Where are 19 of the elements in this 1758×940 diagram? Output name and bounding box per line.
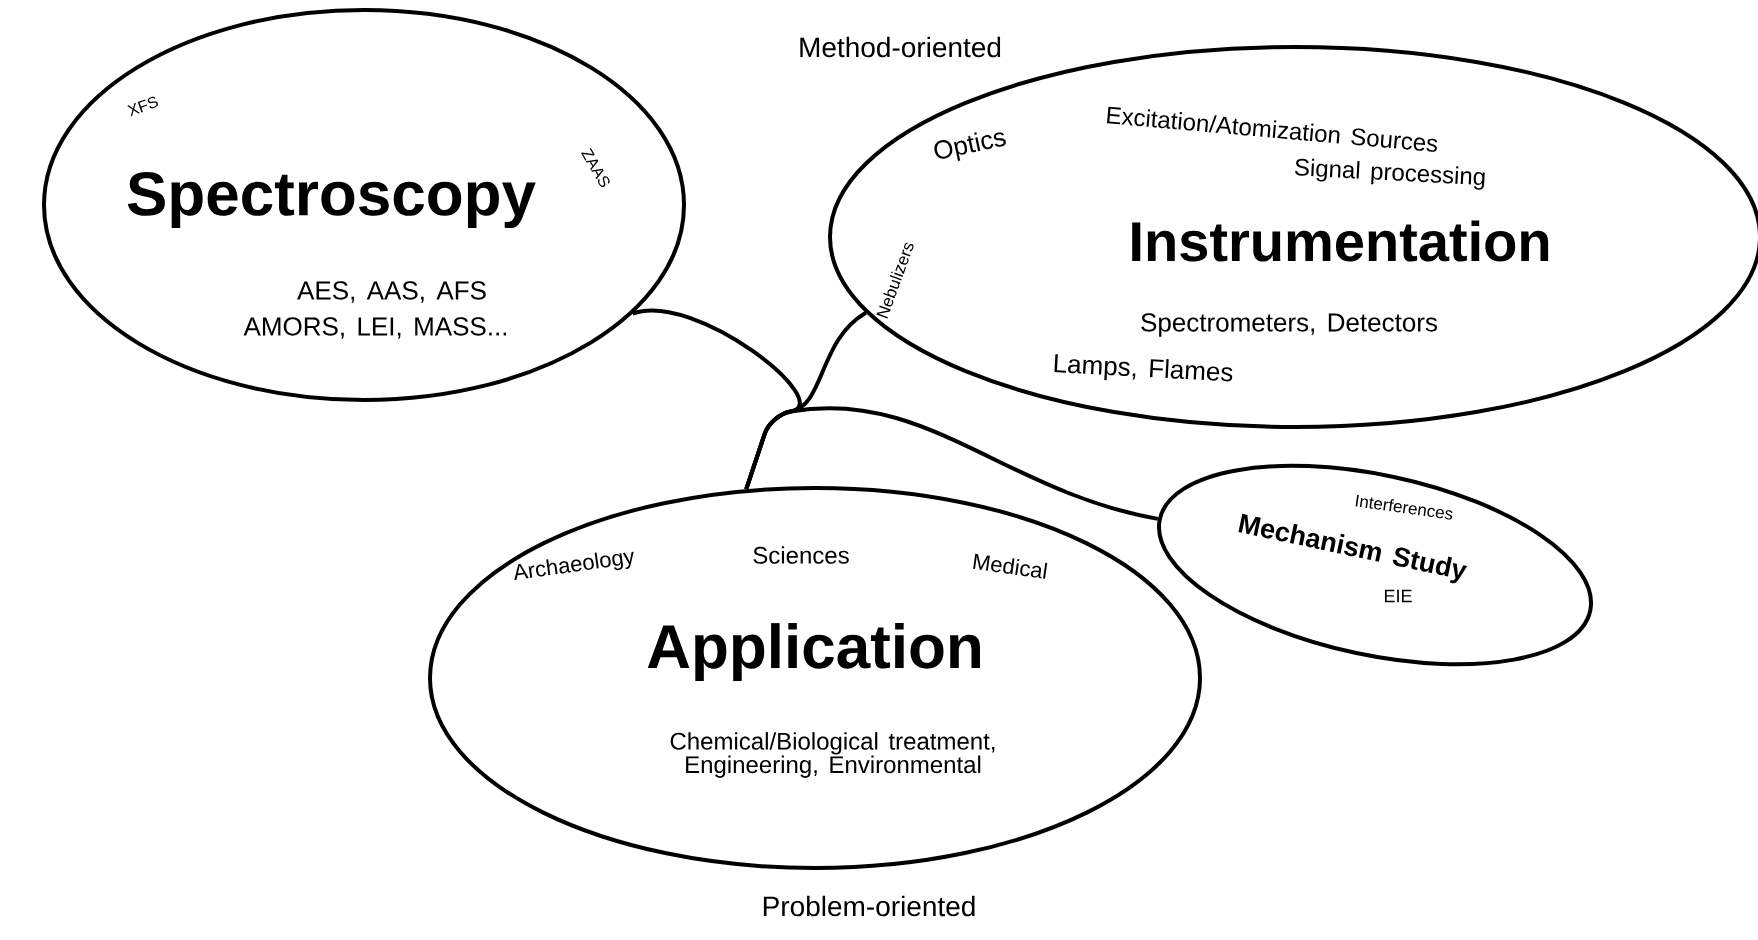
node-title: Application [647, 623, 980, 681]
node-title: Spectroscopy [127, 171, 536, 229]
topic-text: EIE [1385, 589, 1412, 603]
topic-text: Chemical/Biological treatment, Engineering, Environmental [670, 732, 995, 778]
axis-label: Method-oriented [800, 36, 1001, 58]
topic-text: Lamps, Flames [1054, 354, 1233, 382]
topic-text: Archaeology [514, 551, 634, 581]
topic-text: Sciences [753, 546, 849, 564]
connector-line [744, 406, 1159, 521]
topic-text: AES, AAS, AFS [297, 281, 486, 303]
topic-text: Signal processing [1294, 158, 1485, 190]
topic-text: Spectrometers, Detectors [1141, 313, 1437, 337]
topic-text: Excitation/Atomization Sources [1107, 106, 1438, 152]
topic-text: XFS [127, 96, 158, 117]
topic-text: AMORS, LEI, MASS... [243, 317, 507, 339]
node-title: Instrumentation [1132, 220, 1549, 262]
axis-label: Problem-oriented [763, 895, 975, 917]
topic-text: Medical [973, 553, 1048, 579]
topic-text: Optics [934, 132, 1006, 161]
